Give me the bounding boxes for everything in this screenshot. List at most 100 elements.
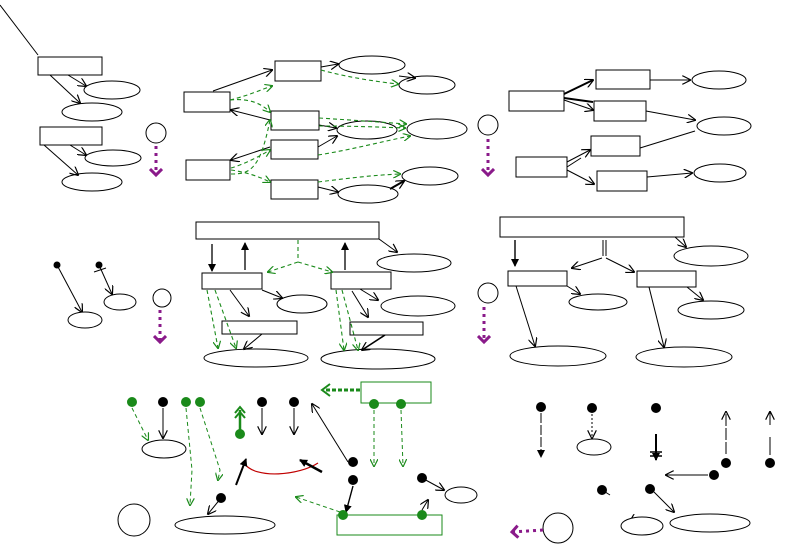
panel-7 xyxy=(117,381,478,537)
rect-node xyxy=(270,179,319,200)
ellipse-node xyxy=(338,55,406,75)
rect-node xyxy=(360,381,432,404)
ellipse-node xyxy=(276,294,328,314)
rect-node xyxy=(595,69,651,90)
corner-line xyxy=(0,4,39,56)
ellipse-node xyxy=(67,311,103,329)
circle-node xyxy=(542,512,574,544)
dot-node xyxy=(721,458,731,468)
rect-node xyxy=(349,321,424,336)
ellipse-node xyxy=(380,295,456,317)
panel-1-legend xyxy=(145,122,167,175)
ellipse-node xyxy=(203,348,309,368)
dot-node xyxy=(709,470,719,480)
circle-node xyxy=(477,282,499,304)
circle-node xyxy=(117,503,151,537)
rect-node xyxy=(508,90,565,112)
panel-3-legend xyxy=(477,114,499,175)
panel-5-edges xyxy=(208,238,397,350)
ellipse-node xyxy=(401,166,459,186)
ellipse-node xyxy=(677,300,745,320)
ellipse-node xyxy=(336,120,398,140)
purple-left-arrow xyxy=(512,530,544,532)
dot-node xyxy=(645,484,655,494)
dot-node xyxy=(257,397,267,407)
dot-node xyxy=(651,403,661,413)
rect-node xyxy=(274,60,322,82)
ellipse-node xyxy=(61,172,123,192)
rect-node xyxy=(499,216,685,238)
circle-node xyxy=(152,288,172,308)
rect-node xyxy=(593,100,647,122)
ellipse-node xyxy=(693,163,747,183)
rect-node xyxy=(39,126,103,146)
ellipse-node xyxy=(673,245,749,267)
panel-6-legend xyxy=(477,282,499,342)
ellipse-node xyxy=(696,116,752,136)
dot-node xyxy=(127,397,137,407)
dot-node xyxy=(396,399,406,409)
ellipse-node xyxy=(406,118,468,140)
ellipse-node xyxy=(691,70,747,90)
ellipse-node xyxy=(620,516,664,536)
ellipse-node xyxy=(635,346,733,368)
rect-node xyxy=(221,320,298,335)
dot-node xyxy=(195,397,205,407)
dot-node xyxy=(587,403,597,413)
rect-node xyxy=(185,159,231,181)
ellipse-node xyxy=(568,293,628,311)
dot-node xyxy=(536,402,546,412)
ellipse-node xyxy=(509,345,607,367)
dot-node xyxy=(348,457,358,467)
panel-2-green-edges xyxy=(229,69,410,182)
panel-5-green-edges xyxy=(206,240,358,350)
panel-6 xyxy=(499,216,749,368)
rect-node xyxy=(596,170,648,192)
ellipse-node xyxy=(83,80,141,100)
ellipse-node xyxy=(320,348,436,370)
dot-node xyxy=(417,510,427,520)
dot-node xyxy=(338,510,348,520)
ellipse-node xyxy=(103,293,137,311)
panel-5 xyxy=(195,221,456,370)
panel-8 xyxy=(512,402,775,544)
panel-3 xyxy=(508,69,752,192)
ellipse-node xyxy=(174,515,276,535)
ellipse-node xyxy=(398,75,456,95)
dot-node xyxy=(289,397,299,407)
dot-node xyxy=(369,399,379,409)
rect-node xyxy=(270,110,320,131)
rect-node xyxy=(195,221,380,240)
ellipse-node xyxy=(576,438,612,456)
rect-node xyxy=(507,270,568,287)
panel-6-edges xyxy=(511,236,703,347)
panel-4 xyxy=(53,261,172,342)
rect-node xyxy=(270,139,319,160)
rect-node xyxy=(201,272,263,290)
dot-node xyxy=(158,397,168,407)
rect-node xyxy=(37,56,103,76)
rect-node xyxy=(336,514,443,536)
dot-node xyxy=(235,429,245,439)
dot-node xyxy=(181,397,191,407)
panel-3-edges xyxy=(563,80,695,184)
panel-1 xyxy=(37,56,142,192)
ellipse-node xyxy=(669,513,751,533)
circle-node xyxy=(145,122,167,144)
circle-node xyxy=(477,114,499,136)
ellipse-node xyxy=(141,439,187,459)
ellipse-node xyxy=(444,486,478,504)
ellipse-node xyxy=(84,149,142,167)
rect-node xyxy=(590,135,641,157)
ellipse-node xyxy=(376,253,452,273)
dot-node xyxy=(348,475,358,485)
rect-node xyxy=(183,91,231,113)
dot-node xyxy=(765,458,775,468)
rect-node xyxy=(330,271,392,290)
ellipse-node xyxy=(337,184,399,204)
rect-node xyxy=(515,156,568,178)
ellipse-node xyxy=(61,102,123,122)
rect-node xyxy=(636,270,697,288)
